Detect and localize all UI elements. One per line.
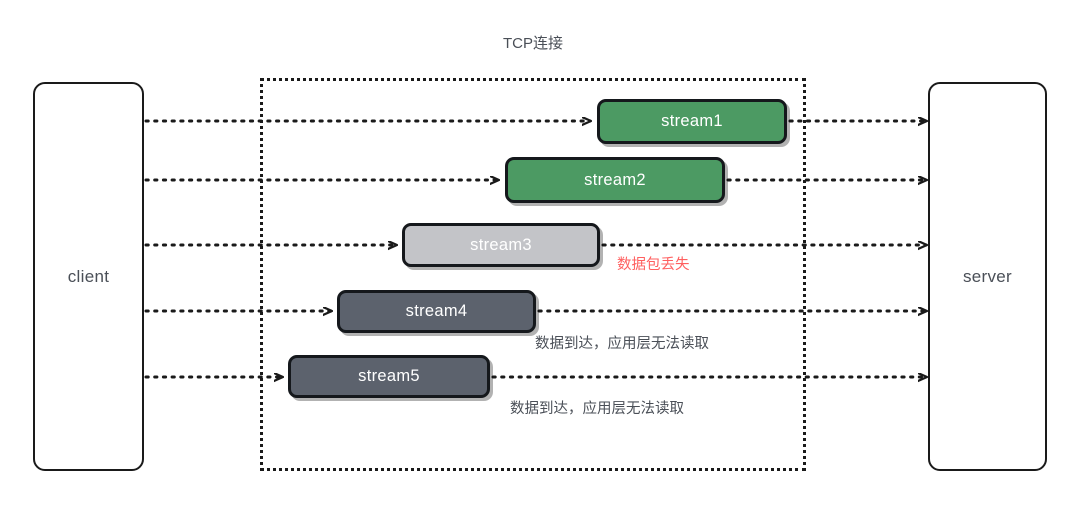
- tcp-connection-title: TCP连接: [502, 35, 563, 52]
- client-label: client: [67, 266, 110, 286]
- server-endpoint-box: server: [928, 82, 1047, 471]
- client-endpoint-box: client: [33, 82, 144, 471]
- stream3-label: stream3: [470, 235, 532, 254]
- stream-block-stream3: stream3: [402, 223, 600, 267]
- stream-block-stream2: stream2: [505, 157, 725, 203]
- stream1-label: stream1: [661, 112, 723, 130]
- stream-block-stream1: stream1: [597, 99, 787, 144]
- annotation-packet-loss: 数据包丢失: [617, 257, 690, 273]
- stream-block-stream4: stream4: [337, 290, 536, 333]
- stream5-label: stream5: [358, 367, 420, 385]
- stream4-label: stream4: [405, 302, 468, 320]
- annotation-blocked-stream4: 数据到达，应用层无法读取: [535, 336, 709, 352]
- server-label: server: [962, 266, 1013, 286]
- tcp-connection-container: [260, 78, 806, 471]
- annotation-blocked-stream5: 数据到达，应用层无法读取: [510, 401, 684, 417]
- stream-block-stream5: stream5: [288, 355, 490, 398]
- stream2-label: stream2: [584, 170, 646, 189]
